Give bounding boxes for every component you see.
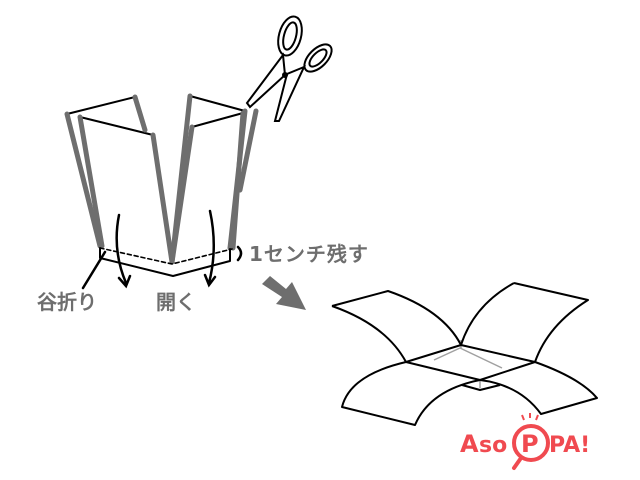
curved-arrow-icon — [115, 209, 217, 289]
folded-paper — [64, 93, 259, 277]
svg-text:PA!: PA! — [549, 433, 590, 458]
svg-text:P: P — [521, 430, 539, 458]
asoppa-logo: A so P PA! — [460, 413, 590, 470]
svg-text:A: A — [460, 430, 479, 458]
arrow-right-down-icon — [262, 276, 306, 310]
leave-1cm-label: 1センチ残す — [249, 242, 369, 266]
svg-text:so: so — [479, 433, 507, 458]
valley-fold-pointer — [81, 250, 107, 290]
scissors-icon — [245, 15, 333, 122]
opened-box — [331, 282, 598, 426]
open-label: 開く — [156, 290, 196, 314]
valley-fold-label: 谷折り — [37, 290, 97, 314]
bracket-icon — [236, 245, 243, 262]
